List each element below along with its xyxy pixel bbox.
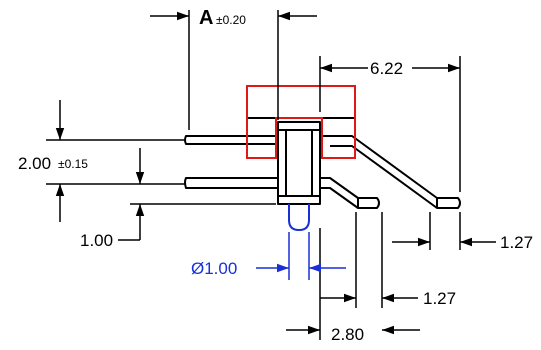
dim-height-main: 2.00 bbox=[18, 154, 51, 173]
diameter-dimension bbox=[256, 232, 346, 280]
housing-outline bbox=[246, 85, 356, 159]
dimension-lines bbox=[46, 10, 496, 340]
dim-a-label: A bbox=[199, 7, 213, 29]
dim-pin-diameter: Ø1.00 bbox=[191, 259, 237, 278]
dim-height-tolerance: ±0.15 bbox=[58, 157, 88, 171]
dim-pitch-right: 1.27 bbox=[500, 233, 533, 252]
pin-body bbox=[277, 121, 321, 205]
dim-pitch-mid: 1.27 bbox=[423, 289, 456, 308]
pin-tip bbox=[288, 204, 310, 232]
dim-a-tolerance: ±0.20 bbox=[216, 13, 246, 27]
lower-pin-bend bbox=[320, 177, 380, 209]
upper-pin-bend bbox=[320, 135, 461, 209]
upper-pin-left bbox=[184, 135, 194, 145]
dim-offset-bottom: 1.00 bbox=[80, 231, 113, 250]
dim-span-bottom: 2.80 bbox=[331, 325, 364, 344]
lower-pin-left bbox=[184, 177, 194, 189]
dim-width-top: 6.22 bbox=[370, 59, 403, 78]
